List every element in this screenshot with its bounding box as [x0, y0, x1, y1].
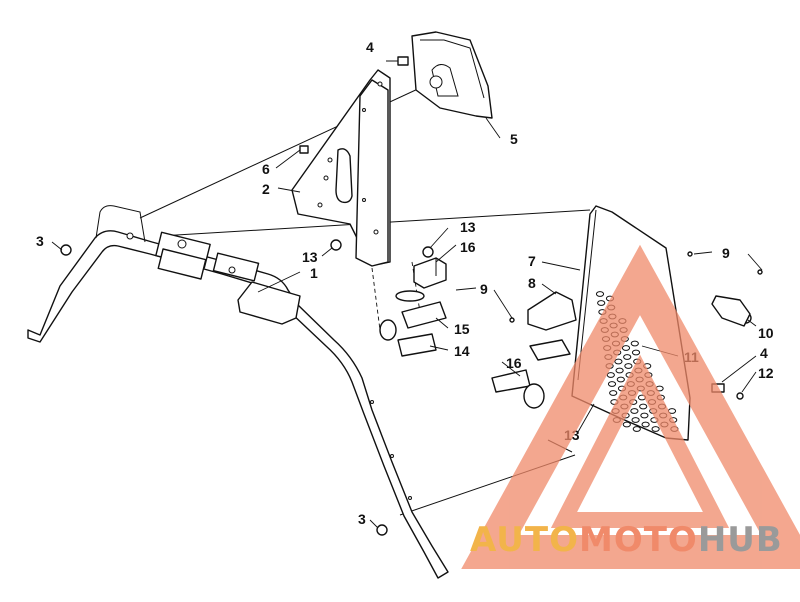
watermark-inner-triangle-icon — [550, 354, 730, 528]
callout-3-bottom: 3 — [358, 511, 366, 527]
perforation-hole — [651, 426, 660, 432]
watermark-text-moto: MOTO — [579, 520, 698, 560]
nut-13a — [330, 239, 342, 251]
perforation-hole — [624, 363, 633, 369]
part-15-clamp — [395, 290, 447, 329]
callout-1: 1 — [310, 265, 318, 281]
pin-9b — [757, 269, 763, 275]
perforation-hole — [615, 367, 624, 374]
perforation-hole — [622, 421, 631, 428]
perforation-hole — [606, 372, 615, 378]
callout-4-top: 4 — [366, 39, 374, 55]
perforation-hole — [640, 412, 649, 419]
callout-6: 6 — [262, 161, 270, 177]
watermark-triangle-icon — [461, 244, 800, 569]
callout-2: 2 — [262, 181, 270, 197]
callout-9-right: 9 — [722, 245, 730, 261]
part-10-bracket — [711, 295, 751, 327]
perforation-hole — [595, 291, 605, 297]
callout-12: 12 — [758, 365, 774, 381]
washer-12 — [736, 392, 744, 400]
bolt-4a — [397, 56, 409, 66]
leader-lines — [51, 117, 763, 529]
callout-4-right: 4 — [760, 345, 768, 361]
callout-14: 14 — [454, 343, 470, 359]
perforation-hole — [616, 376, 625, 383]
perforation-hole — [639, 403, 648, 410]
watermark-text-auto: AUTO — [470, 520, 579, 560]
watermark — [461, 244, 800, 569]
callout-10: 10 — [758, 325, 774, 341]
nut-13b — [422, 246, 434, 258]
part-14-clamp — [379, 319, 437, 357]
perforation-hole — [614, 358, 623, 365]
screw-6 — [299, 145, 309, 154]
callout-7: 7 — [528, 253, 536, 269]
callout-9-center: 9 — [480, 281, 488, 297]
perforation-hole — [630, 408, 639, 414]
callout-3-left: 3 — [36, 233, 44, 249]
part-1-roll-bar — [27, 205, 449, 579]
callout-16-lower: 16 — [506, 355, 522, 371]
watermark-text-hub: HUB — [698, 520, 783, 560]
callout-8: 8 — [528, 275, 536, 291]
callout-5: 5 — [510, 131, 518, 147]
perforation-hole — [609, 390, 618, 396]
pin-9a — [687, 251, 693, 257]
nut-3b — [376, 524, 388, 536]
watermark-brand-text: AUTOMOTOHUB — [470, 520, 783, 560]
part-16-lower-bracket — [491, 369, 545, 409]
perforation-hole — [641, 421, 650, 428]
nut-3a — [60, 244, 72, 256]
perforation-hole — [631, 417, 640, 423]
callout-15: 15 — [454, 321, 470, 337]
part-8-bracket — [527, 291, 577, 361]
part-16-upper-bracket — [413, 257, 447, 289]
perforation-hole — [630, 340, 639, 347]
callout-13-left: 13 — [302, 249, 318, 265]
callout-13-center: 13 — [460, 219, 476, 235]
pin-9c — [509, 317, 515, 323]
perforation-hole — [623, 354, 632, 360]
perforation-hole — [597, 300, 606, 306]
part-2-left-plate — [291, 69, 391, 267]
perforation-hole — [632, 426, 641, 432]
perforation-hole — [621, 345, 631, 351]
callout-labels: 1 2 3 3 4 4 5 6 7 8 9 9 10 11 12 13 13 1… — [36, 39, 774, 527]
perforation-hole — [607, 381, 617, 387]
perforation-hole — [631, 349, 641, 356]
callout-16-upper: 16 — [460, 239, 476, 255]
part-5-housing — [411, 31, 493, 119]
